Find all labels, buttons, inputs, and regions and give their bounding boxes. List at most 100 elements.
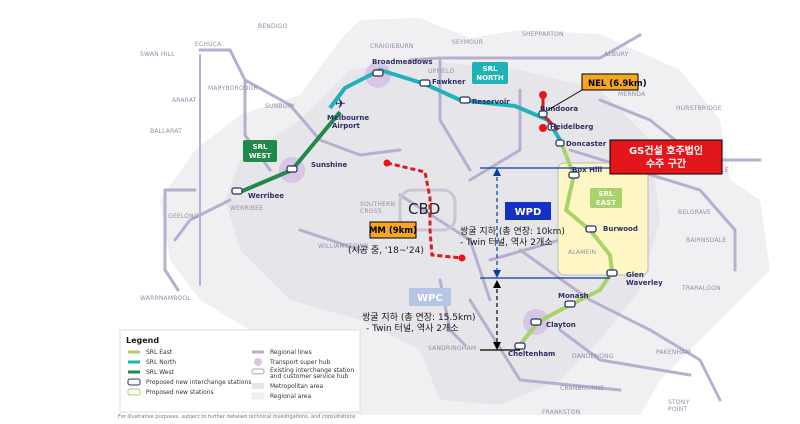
mm-endpoint-south <box>458 254 466 262</box>
marker-cheltenham <box>514 342 526 350</box>
place-swan-hill: SWAN HILL <box>140 51 175 58</box>
wpd-note-2: - Twin 터널, 역사 2개소 <box>460 237 553 248</box>
srl-east-zone <box>557 162 649 276</box>
cbd-label: CBD <box>408 200 440 218</box>
legend-title: Legend <box>126 336 159 345</box>
place-labels: BENDIGO ECHUCA SWAN HILL CRAIGIEBURN SEY… <box>140 23 728 416</box>
place-hurstbridge: HURSTBRIDGE <box>676 105 722 112</box>
callout-mm: MM (9km) <box>369 221 417 239</box>
place-werribee: WERRIBEE <box>230 205 263 212</box>
svg-text:GS건설 호주법인: GS건설 호주법인 <box>629 144 703 157</box>
legend: Legend SRL East SRL North SRL West Propo… <box>119 329 361 413</box>
svg-text:NORTH: NORTH <box>476 74 504 82</box>
callout-nel: NEL (6.9km) <box>547 73 647 111</box>
svg-text:SRL: SRL <box>483 65 498 73</box>
legend-regional-lines: Regional lines <box>270 349 312 356</box>
marker-reservoir <box>459 96 471 104</box>
nel-endpoint-top <box>539 91 547 99</box>
marker-doncaster <box>555 139 565 147</box>
station-box-hill: Box Hill <box>572 166 602 174</box>
badge-srl-north: SRL NORTH <box>472 62 508 84</box>
badge-srl-east: SRL EAST <box>590 188 622 208</box>
place-cranbourne: CRANBOURNE <box>560 385 604 392</box>
svg-text:WPC: WPC <box>417 293 443 304</box>
legend-regional-area: Regional area <box>270 393 311 400</box>
station-cheltenham: Cheltenham <box>508 350 555 358</box>
legend-srl-north: SRL North <box>146 359 176 366</box>
mm-note: (시공 중, '18~'24) <box>348 245 424 256</box>
svg-text:MM (9km): MM (9km) <box>369 226 417 236</box>
wpc-note-2: - Twin 터널, 역사 2개소 <box>366 323 459 334</box>
legend-srl-west: SRL West <box>146 369 175 376</box>
place-echuca: ECHUCA <box>195 41 222 48</box>
place-frankston: FRANKSTON <box>542 409 580 416</box>
nel-endpoint-bottom <box>539 124 547 132</box>
place-mernda: MERNDA <box>618 91 646 98</box>
place-dandenong: DANDENONG <box>572 353 614 360</box>
place-williamstown: WILLIAMSTOWN <box>318 243 368 250</box>
marker-broadmeadows <box>372 69 384 77</box>
callout-gs: GS건설 호주법인 수주 구간 <box>609 139 723 175</box>
place-maryborough: MARYBOROUGH <box>208 85 258 92</box>
legend-box <box>119 329 361 413</box>
place-craigieburn: CRAIGIEBURN <box>370 43 414 50</box>
marker-monash <box>564 300 576 308</box>
station-werribee: Werribee <box>248 192 284 200</box>
marker-bundoora <box>538 110 548 118</box>
legend-proposed-interchange: Proposed new interchange stations <box>146 379 251 386</box>
place-pakenham: PAKENHAM <box>656 349 691 356</box>
place-sandringham: SANDRINGHAM <box>428 345 476 352</box>
station-labels: Broadmeadows Fawkner Reservoir Bundoora … <box>248 58 663 358</box>
place-alamein: ALAMEIN <box>568 249 596 256</box>
marker-burwood <box>585 225 597 233</box>
station-broadmeadows: Broadmeadows <box>372 58 433 66</box>
place-warrnambool: WARRNAMBOOL <box>140 295 191 302</box>
footnote: For illustrative purposes, subject to fu… <box>118 414 356 420</box>
station-clayton: Clayton <box>546 321 576 329</box>
srl-north-line <box>328 67 562 142</box>
svg-text:WPD: WPD <box>515 207 542 218</box>
svg-text:SRL: SRL <box>253 143 268 151</box>
place-shepparton: SHEPPARTON <box>522 31 564 38</box>
place-sunbury: SUNBURY <box>265 103 295 110</box>
svg-text:NEL (6.9km): NEL (6.9km) <box>588 79 647 89</box>
marker-heidelberg <box>547 123 557 131</box>
callout-wpc: WPC <box>409 288 451 306</box>
place-bendigo: BENDIGO <box>258 23 288 30</box>
station-markers <box>231 69 618 350</box>
dimension-lines <box>480 167 610 351</box>
place-albury: ALBURY <box>604 51 629 58</box>
mm-tunnel-line <box>386 161 463 260</box>
wpd-note-1: 쌍굴 지하 (총 연장: 10km) <box>460 226 565 237</box>
place-ballarat: BALLARAT <box>150 128 182 135</box>
marker-sunshine <box>286 165 298 173</box>
station-burwood: Burwood <box>603 225 638 233</box>
place-bairnsdale: BAIRNSDALE <box>686 237 726 244</box>
marker-glen-waverley <box>606 269 618 277</box>
station-fawkner: Fawkner <box>432 78 466 86</box>
marker-fawkner <box>419 79 431 87</box>
callout-wpd: WPD <box>505 202 551 220</box>
station-reservoir: Reservoir <box>472 98 510 106</box>
place-traralgon: TRARALGON <box>681 285 721 292</box>
station-sunshine: Sunshine <box>311 161 348 169</box>
svg-text:WEST: WEST <box>249 152 272 160</box>
svg-text:SRL: SRL <box>599 190 614 198</box>
legend-proposed-stations: Proposed new stations <box>146 389 214 396</box>
station-heidelberg: Heidelberg <box>550 123 593 131</box>
marker-werribee <box>231 187 243 195</box>
place-upfield: UPFIELD <box>428 68 455 75</box>
place-belgrave: BELGRAVE <box>678 209 711 216</box>
station-bundoora: Bundoora <box>540 105 578 113</box>
place-seymour: SEYMOUR <box>452 39 483 46</box>
airplane-icon: ✈ <box>335 97 346 112</box>
legend-transport-hub: Transport super hub <box>269 359 330 366</box>
station-doncaster: Doncaster <box>566 140 607 148</box>
srl-east-line <box>518 139 615 347</box>
